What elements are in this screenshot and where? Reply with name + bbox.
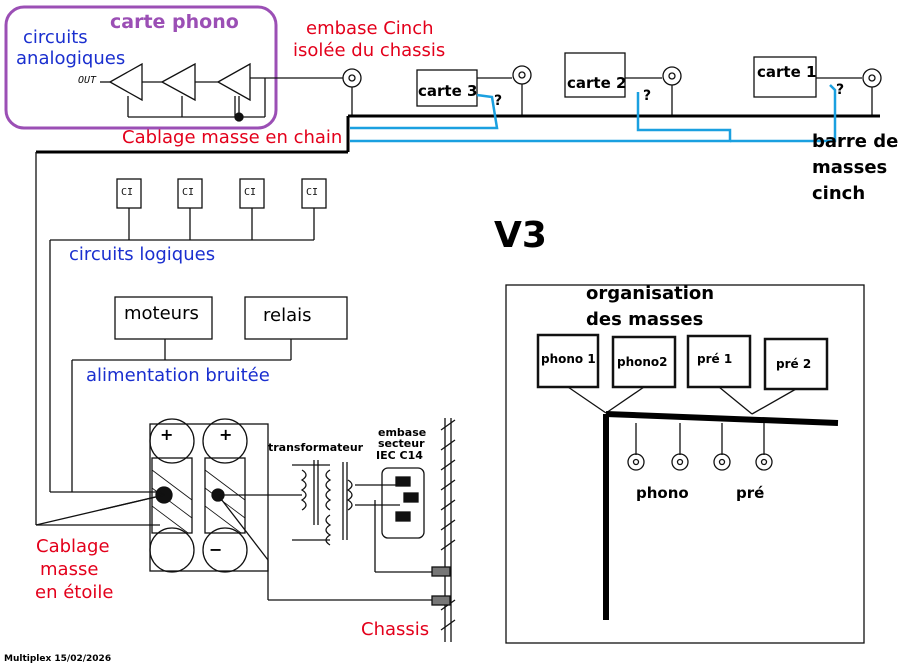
plus-left: + — [160, 425, 174, 444]
noisy-supply-label: alimentation bruitée — [86, 365, 270, 386]
chain-wire-card3 — [350, 93, 499, 130]
inset-ground-bus — [605, 411, 839, 426]
minus-right: − — [209, 540, 223, 559]
star-wiring-line1: Cablage — [36, 536, 110, 557]
card2-box — [564, 52, 626, 98]
cinch-socket-line2: isolée du chassis — [293, 40, 446, 61]
mains-socket-line1: embase — [378, 426, 427, 439]
ci-label-3: CI — [244, 187, 257, 198]
ground-bar-line3: cinch — [812, 183, 866, 204]
logic-circuits-label: circuits logiques — [69, 244, 216, 265]
cinch-socket-card2 — [662, 66, 682, 86]
inset-phono-label: phono — [636, 484, 689, 502]
cinch-socket-line1: embase Cinch — [306, 18, 434, 39]
ci-label-1: CI — [121, 187, 134, 198]
ci-label-4: CI — [306, 187, 319, 198]
amp-triangle-2 — [160, 62, 196, 102]
phono-card-title: carte phono — [110, 11, 239, 33]
inset-label-pre1: pré 1 — [697, 352, 733, 366]
inset-frame — [505, 284, 865, 644]
card3-box — [416, 69, 478, 107]
inset-label-pre2: pré 2 — [776, 357, 812, 371]
chassis-label: Chassis — [361, 619, 430, 640]
mains-socket-line2: secteur — [378, 437, 425, 450]
relays-box — [244, 296, 348, 340]
question-mark-card1: ? — [836, 82, 845, 98]
card1-box — [753, 56, 817, 98]
chain-wire-card2 — [350, 92, 732, 143]
motors-label: moteurs — [124, 303, 199, 324]
capacitor-block — [149, 418, 269, 573]
card3-label: carte 3 — [418, 82, 478, 100]
cinch-socket-card3 — [512, 65, 532, 85]
star-wiring-line3: en étoile — [35, 582, 114, 603]
inset-pre-label: pré — [736, 484, 765, 502]
relays-label: relais — [263, 305, 312, 326]
card2-label: carte 2 — [567, 74, 627, 92]
chain-wire-card1 — [730, 84, 837, 143]
version-label: V3 — [494, 215, 547, 256]
amp-triangle-1 — [108, 62, 143, 102]
chain-wiring-label: Cablage masse en chain — [122, 129, 343, 147]
iec-socket — [374, 467, 440, 573]
ground-bar-line2: masses — [812, 157, 888, 178]
question-mark-card2: ? — [643, 88, 652, 104]
star-wiring-line2: masse — [40, 559, 99, 580]
card1-label: carte 1 — [757, 63, 817, 81]
footer-credit: Multiplex 15/02/2026 — [4, 654, 112, 664]
analog-circuits-line2: analogiques — [16, 48, 126, 69]
ground-bar-line1: barre de — [812, 131, 899, 152]
plus-right: + — [219, 425, 233, 444]
phono-card-frame — [4, 5, 278, 130]
transformer-label: transformateur — [268, 441, 364, 454]
cinch-socket-phono — [342, 68, 362, 88]
analog-circuits-line1: circuits — [23, 27, 88, 48]
ci-label-2: CI — [182, 187, 195, 198]
mains-socket-line3: IEC C14 — [376, 449, 423, 462]
inset-title-line2: des masses — [586, 309, 704, 330]
cinch-socket-card1 — [862, 68, 882, 88]
chassis-wall — [431, 418, 456, 642]
out-label: OUT — [78, 75, 97, 86]
inset-title-line1: organisation — [586, 283, 715, 304]
amp-triangle-3 — [216, 62, 251, 102]
inset-label-phono1: phono 1 — [541, 352, 596, 366]
transformer — [292, 460, 400, 546]
question-mark-card3: ? — [494, 93, 503, 109]
motors-box — [114, 296, 213, 340]
inset-label-phono2: phono2 — [617, 355, 668, 369]
